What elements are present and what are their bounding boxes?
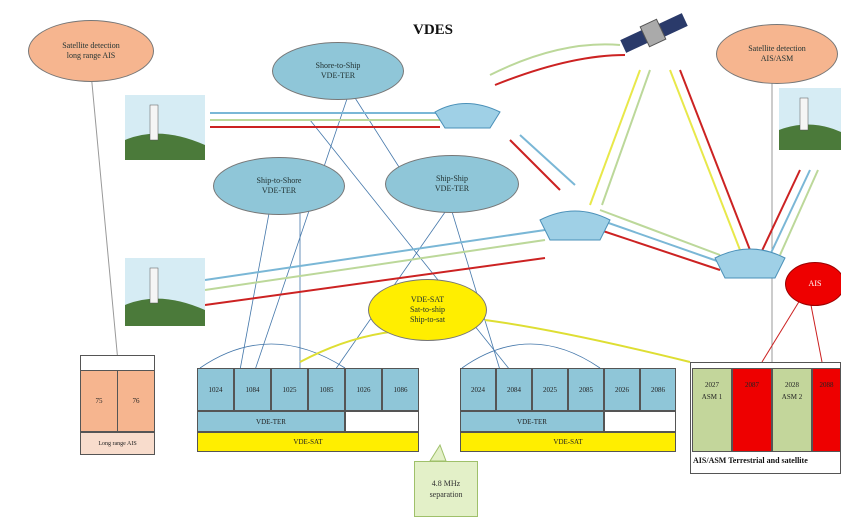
channel-2024: 2024 [460,368,496,411]
callout-line: 4.8 MHz [431,479,461,488]
channel-2027: 2027 ASM 1 [692,368,732,452]
channel-1024: 1024 [197,368,234,411]
ship-icon [539,210,611,241]
bubble-line: long range AIS [66,51,116,60]
channel-1086: 1086 [382,368,419,411]
channel-number: 2027 [705,381,719,389]
asm2-label: ASM 2 [781,393,803,401]
bubble-ship-ship: Ship-Ship VDE-TER [385,155,519,213]
lighthouse-icon [779,88,841,150]
bubble-vde-sat: VDE-SAT Sat-to-ship Ship-to-sat [368,279,487,341]
channel-number: 2088 [819,381,834,389]
channel-number: 2028 [785,381,799,389]
bubble-sat-detection-left: Satellite detection long range AIS [28,20,154,82]
channel-2025: 2025 [532,368,568,411]
empty-cell [345,411,419,432]
ship-icon [714,248,786,279]
page-title: VDES [412,22,453,38]
bubble-line: AIS/ASM [760,54,794,63]
ship-icon [434,103,501,129]
channel-2085: 2085 [568,368,604,411]
channel-2026: 2026 [604,368,640,411]
bubble-line: Satellite detection [748,44,806,53]
long-range-label: Long range AIS [80,432,155,455]
lighthouse-icon [125,95,205,160]
satellite-icon [620,13,688,53]
channel-2088: 2088 [812,368,841,452]
channel-2086: 2086 [640,368,676,411]
vde-sat-bar: VDE-SAT [197,432,419,452]
asm-footer-label: AIS/ASM Terrestrial and satellite [693,456,808,465]
bubble-line: VDE-TER [434,184,470,193]
channel-76: 76 [117,370,155,432]
bubble-line: Ship-to-sat [409,315,446,324]
channel-1025: 1025 [271,368,308,411]
bubble-line: Shore-to-Ship [315,61,361,70]
lighthouse-icon [125,258,205,326]
bubble-shore-to-ship: Shore-to-Ship VDE-TER [272,42,404,100]
empty-cell [604,411,676,432]
channel-number: 2087 [745,381,759,389]
channel-1084: 1084 [234,368,271,411]
bubble-line: VDE-TER [320,71,356,80]
bubble-ship-to-shore: Ship-to-Shore VDE-TER [213,157,345,215]
bubble-line: Ship-to-Shore [256,176,302,185]
bubble-line: Sat-to-ship [409,305,446,314]
bubble-sat-detection-right: Satellite detection AIS/ASM [716,24,838,84]
separation-callout: 4.8 MHz separation [414,461,478,517]
channel-1026: 1026 [345,368,382,411]
bubble-line: VDE-SAT [410,295,445,304]
bubble-ais: AIS [785,262,841,306]
bubble-line: Ship-Ship [435,174,468,183]
asm1-label: ASM 1 [701,393,723,401]
channel-75: 75 [80,370,118,432]
vde-ter-bar: VDE-TER [197,411,345,432]
vde-sat-bar: VDE-SAT [460,432,676,452]
callout-line: separation [429,490,463,499]
channel-1085: 1085 [308,368,345,411]
vde-ter-bar: VDE-TER [460,411,604,432]
bubble-line: AIS [808,279,822,288]
bubble-line: VDE-TER [261,186,297,195]
channel-2087: 2087 [732,368,772,452]
channel-2084: 2084 [496,368,532,411]
channel-2028: 2028 ASM 2 [772,368,812,452]
bubble-line: Satellite detection [62,41,120,50]
